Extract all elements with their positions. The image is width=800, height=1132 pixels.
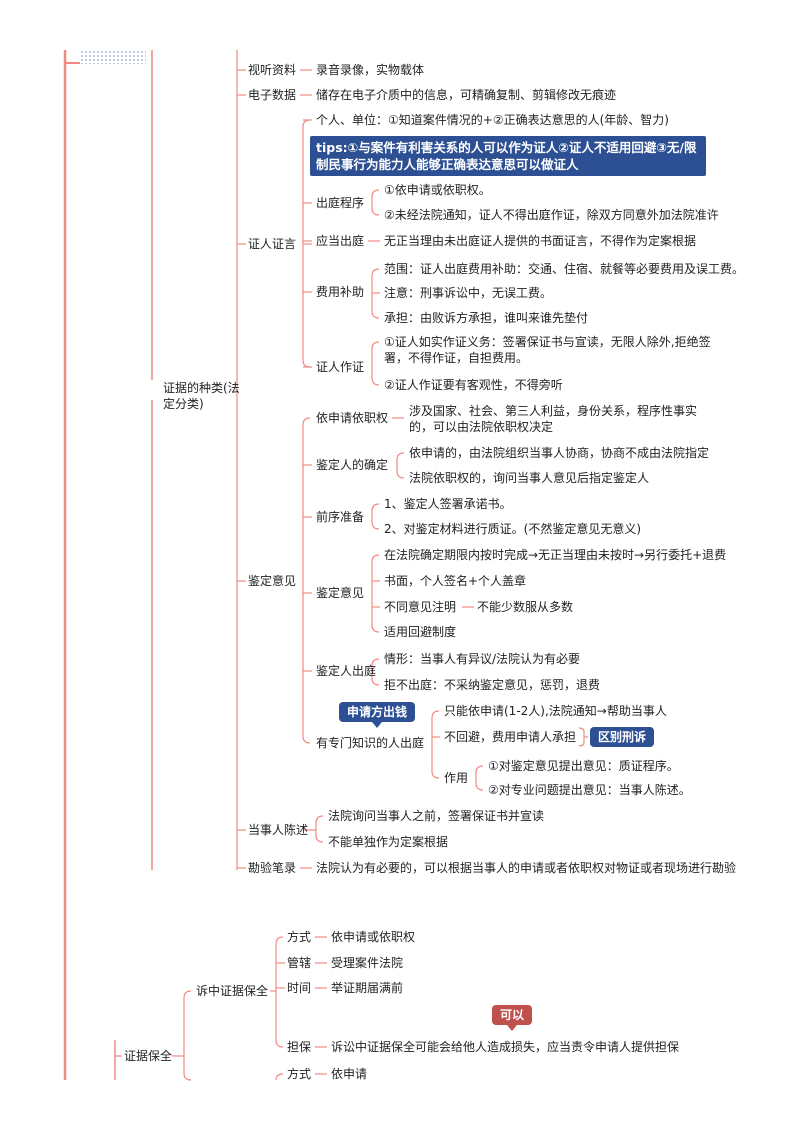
tag-may: 可以 [492, 1005, 533, 1031]
node-electronic-data[interactable]: 电子数据 [248, 88, 297, 102]
node-appraisal-opinion[interactable]: 鉴定意见 [316, 586, 365, 600]
in-suit-bracket [275, 936, 284, 1048]
node-inspection-record[interactable]: 勘验笔录 [248, 861, 297, 875]
node-audio-visual[interactable]: 视听资料 [248, 63, 297, 77]
tag-differs-from-criminal: 区别刑诉 [590, 727, 655, 747]
node-preparation[interactable]: 前序准备 [316, 510, 365, 524]
expert-bracket [431, 710, 440, 779]
node-witness-testify[interactable]: 证人作证 [316, 360, 365, 374]
leaf-selection-1: 依申请的，由法院组织当事人协商，协商不成由法院指定 [409, 446, 710, 460]
leaf-appear-2: 拒不出庭：不采纳鉴定意见，惩罚，退费 [384, 678, 601, 692]
court-proc-bracket [371, 189, 380, 216]
leaf-is-time: 举证期届满前 [331, 981, 404, 995]
node-is-jurisdiction[interactable]: 管辖 [287, 956, 312, 970]
party-bracket [315, 815, 324, 843]
leaf-electronic-data: 储存在电子介质中的信息，可精确复制、剪辑修改无痕迹 [316, 88, 617, 102]
leaf-fee-note: 注意：刑事诉讼中，无误工费。 [384, 286, 553, 300]
node-should-appear[interactable]: 应当出庭 [316, 234, 365, 248]
leaf-function-2: ②对专业问题提出意见：当事人陈述。 [488, 783, 691, 797]
leaf-expert-1: 只能依申请(1-2人),法院通知→帮助当事人 [444, 704, 667, 718]
leaf-pre-way: 依申请 [331, 1067, 368, 1081]
leaf-testify-1: ①证人如实作证义务：签署保证书与宣读，无限人除外,拒绝签署，不得作证，自担费用。 [384, 335, 711, 365]
leaf-fee-bear: 承担：由败诉方承担，谁叫来谁先垫付 [384, 311, 589, 325]
tag-applicant-pays: 申请方出钱 [339, 702, 416, 728]
leaf-preparation-1: 1、鉴定人签署承诺书。 [384, 497, 512, 511]
leaf-is-jurisdiction: 受理案件法院 [331, 956, 404, 970]
appraisal-bracket [302, 417, 311, 744]
leaf-witness-who: 个人、单位：①知道案件情况的+②正确表达意思的人(年龄、智力) [316, 113, 669, 127]
selection-bracket [396, 452, 405, 479]
leaf-opinion-3b: 不能少数服从多数 [477, 600, 574, 614]
pre-bracket [275, 1073, 284, 1081]
node-evidence-types[interactable]: 证据的种类(法定分类) [163, 381, 240, 411]
node-appraiser-appear[interactable]: 鉴定人出庭 [316, 664, 377, 678]
leaf-opinion-4: 适用回避制度 [384, 625, 457, 639]
testify-bracket [371, 341, 380, 386]
collapsed-node-placeholder [80, 50, 146, 64]
prep-bracket [371, 503, 380, 530]
leaf-function-1: ①对鉴定意见提出意见：质证程序。 [488, 759, 679, 773]
leaf-opinion-3: 不同意见注明 [384, 600, 457, 614]
leaf-party-2: 不能单独作为定案根据 [328, 835, 449, 849]
node-court-procedure[interactable]: 出庭程序 [316, 196, 365, 210]
node-is-guarantee[interactable]: 担保 [287, 1040, 312, 1054]
node-expert-appear[interactable]: 有专门知识的人出庭 [316, 736, 425, 750]
witness-tip-note: tips:①与案件有利害关系的人可以作为证人②证人不适用回避③无/限制民事行为能… [310, 136, 706, 176]
function-bracket [475, 765, 484, 791]
leaf-should-appear: 无正当理由未出庭证人提供的书面证言，不得作为定案根据 [384, 234, 697, 248]
leaf-opinion-2: 书面，个人签名+个人盖章 [384, 574, 527, 588]
node-appraisal[interactable]: 鉴定意见 [248, 574, 297, 588]
node-party-statement[interactable]: 当事人陈述 [248, 823, 309, 837]
leaf-fee-scope: 范围：证人出庭费用补助：交通、住宿、就餐等必要费用及误工费。 [384, 262, 745, 276]
brace-differs [578, 727, 588, 747]
leaf-appear-1: 情形：当事人有异议/法院认为有必要 [384, 652, 581, 666]
node-is-way[interactable]: 方式 [287, 930, 312, 944]
leaf-is-way: 依申请或依职权 [331, 930, 416, 944]
node-expert-function[interactable]: 作用 [444, 771, 469, 785]
leaf-is-guarantee: 诉讼中证据保全可能会给他人造成损失，应当责令申请人提供担保 [331, 1040, 680, 1054]
leaf-selection-2: 法院依职权的，询问当事人意见后指定鉴定人 [409, 471, 650, 485]
leaf-audio-visual: 录音录像，实物载体 [316, 63, 425, 77]
node-witness[interactable]: 证人证言 [248, 237, 297, 251]
leaf-preparation-2: 2、对鉴定材料进行质证。(不然鉴定意见无意义) [384, 522, 641, 536]
leaf-court-procedure-2: ②未经法院通知，证人不得出庭作证，除双方同意外加法院准许 [384, 208, 719, 222]
node-evidence-preservation[interactable]: 证据保全 [124, 1049, 173, 1063]
preservation-bracket [183, 990, 192, 1081]
opinion-bracket [371, 554, 380, 633]
leaf-inspection-record: 法院认为有必要的，可以根据当事人的申请或者依职权对物证或者现场进行勘验 [316, 861, 737, 875]
node-is-time[interactable]: 时间 [287, 981, 312, 995]
node-pre-way[interactable]: 方式 [287, 1067, 312, 1081]
node-apply-or-ex-officio[interactable]: 依申请依职权 [316, 411, 389, 425]
leaf-opinion-1: 在法院确定期限内按时完成→无正当理由未按时→另行委托+退费 [384, 548, 727, 562]
leaf-court-procedure-1: ①依申请或依职权。 [384, 183, 491, 197]
appear-bracket [371, 658, 380, 686]
leaf-testify-2: ②证人作证要有客观性，不得旁听 [384, 378, 563, 392]
leaf-party-1: 法院询问当事人之前，签署保证书并宣读 [328, 809, 545, 823]
node-in-suit-preservation[interactable]: 诉中证据保全 [196, 984, 269, 998]
leaf-apply-or-ex-officio: 涉及国家、社会、第三人利益，身份关系，程序性事实的，可以由法院依职权决定 [409, 404, 698, 434]
leaf-expert-2: 不回避，费用申请人承担 [444, 730, 577, 744]
node-fee-subsidy[interactable]: 费用补助 [316, 285, 365, 299]
node-appraiser-selection[interactable]: 鉴定人的确定 [316, 458, 389, 472]
